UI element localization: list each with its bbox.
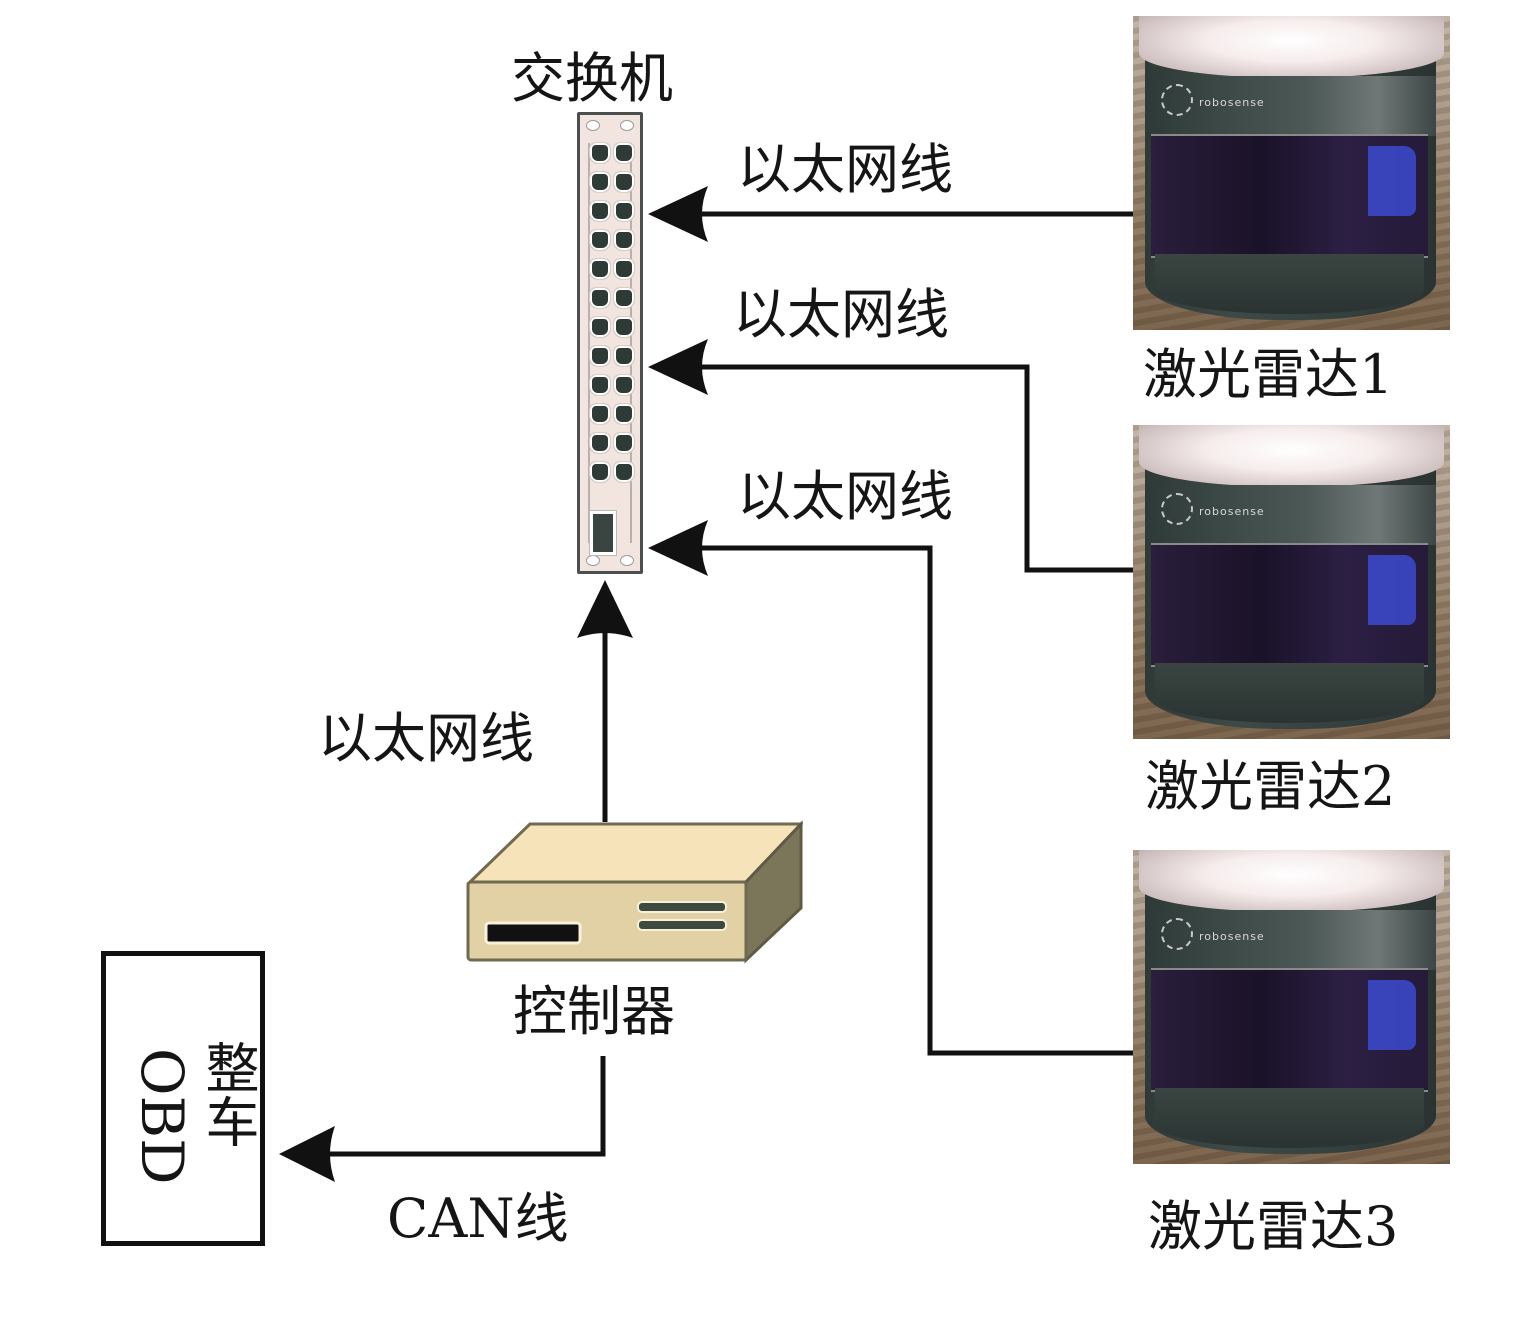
ethernet-port xyxy=(614,375,634,395)
ethernet-port xyxy=(614,462,634,482)
lidar-brand: robosense xyxy=(1199,96,1265,109)
ethernet-port xyxy=(614,172,634,192)
ethernet-port xyxy=(590,462,610,482)
edge-label-lidar1: 以太网线 xyxy=(737,138,953,201)
vehicle-obd-box: 整车 OBD xyxy=(101,951,265,1246)
obd-label-en: OBD xyxy=(128,1048,196,1185)
vent-slot-icon xyxy=(637,919,727,931)
mount-hole xyxy=(586,120,600,131)
mount-hole xyxy=(620,555,634,566)
wire-controller-obd xyxy=(330,1056,606,1157)
lidar-brand: robosense xyxy=(1199,930,1265,943)
ethernet-port xyxy=(590,346,610,366)
drive-slot-icon xyxy=(484,921,582,945)
edge-label-lidar2: 以太网线 xyxy=(733,283,949,346)
arrowhead-lidar2 xyxy=(648,339,708,395)
ethernet-port xyxy=(590,143,610,163)
lidar-3-label: 激光雷达3 xyxy=(1148,1195,1399,1258)
lidar-1-label: 激光雷达1 xyxy=(1143,343,1394,406)
lidar-2-photo: robosense xyxy=(1133,425,1450,739)
obd-label-cn: 整车 xyxy=(196,1040,259,1148)
vent-slot-icon xyxy=(637,901,727,913)
brand-logo-icon xyxy=(1161,84,1193,116)
ethernet-port xyxy=(614,230,634,250)
edge-label-lidar3: 以太网线 xyxy=(737,465,953,528)
ethernet-port xyxy=(614,404,634,424)
lidar-brand: robosense xyxy=(1199,505,1265,518)
brand-logo-icon xyxy=(1161,918,1193,950)
ethernet-port xyxy=(590,433,610,453)
ethernet-port xyxy=(590,375,610,395)
ethernet-port xyxy=(590,172,610,192)
controller-top xyxy=(466,822,803,884)
controller-device xyxy=(466,820,803,964)
ethernet-port xyxy=(590,288,610,308)
arrowhead-can xyxy=(279,1126,335,1182)
lidar-2-label: 激光雷达2 xyxy=(1145,755,1396,818)
lidar-1-photo: robosense xyxy=(1133,16,1450,330)
ethernet-port xyxy=(614,288,634,308)
edge-label-controller: 以太网线 xyxy=(318,707,534,770)
network-switch xyxy=(577,112,643,574)
switch-label: 交换机 xyxy=(511,47,673,110)
ethernet-port xyxy=(590,230,610,250)
arrowhead-lidar3 xyxy=(648,520,708,576)
arrowhead-lidar1 xyxy=(648,186,708,242)
ethernet-port xyxy=(614,259,634,279)
ethernet-port xyxy=(614,143,634,163)
mount-hole xyxy=(620,120,634,131)
ethernet-port xyxy=(590,259,610,279)
wire-lidar3-switch xyxy=(700,545,1133,1056)
ethernet-port xyxy=(614,346,634,366)
controller-label: 控制器 xyxy=(513,980,675,1043)
ethernet-port xyxy=(590,317,610,337)
ethernet-port xyxy=(614,201,634,221)
arrowhead-controller-switch xyxy=(577,580,633,638)
ethernet-port xyxy=(614,433,634,453)
ethernet-port xyxy=(590,201,610,221)
brand-logo-icon xyxy=(1161,493,1193,525)
lidar-3-photo: robosense xyxy=(1133,850,1450,1164)
uplink-port xyxy=(589,510,617,556)
mount-hole xyxy=(586,555,600,566)
ethernet-port xyxy=(614,317,634,337)
ethernet-port xyxy=(590,404,610,424)
wire-lidar2-switch xyxy=(700,364,1133,573)
switch-rail xyxy=(588,143,632,543)
edge-label-can: CAN线 xyxy=(387,1187,569,1250)
